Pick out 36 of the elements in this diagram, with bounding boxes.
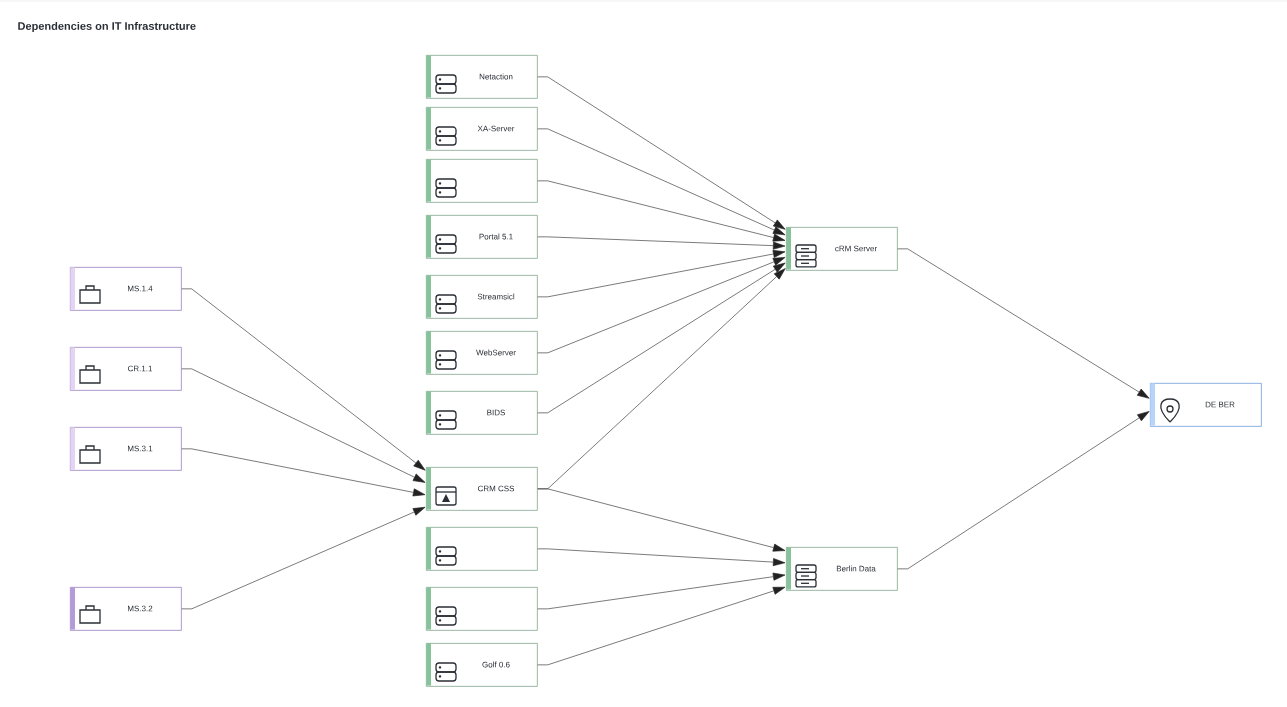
diagram-title: Dependencies on IT Infrastructure	[18, 21, 196, 33]
arrow	[537, 586, 786, 666]
server-box	[426, 527, 538, 571]
application-box: CR.1.1	[70, 347, 182, 391]
server-box: Berlin Data	[786, 547, 898, 591]
arrow	[897, 248, 1150, 399]
server-box: Portal 5.1	[426, 215, 538, 259]
arrow	[537, 572, 786, 610]
arrow	[537, 262, 786, 414]
server-box: Streamsicl	[426, 275, 538, 319]
server-box: Golf 0.6	[426, 643, 538, 687]
server-box: BIDS	[426, 391, 538, 435]
arrow	[181, 506, 426, 610]
arrow	[537, 548, 786, 567]
arrow	[181, 448, 426, 497]
arrow	[537, 180, 786, 242]
arrow	[537, 128, 786, 236]
server-box: CRM CSS	[426, 467, 538, 511]
application-box: MS.3.1	[70, 427, 182, 471]
arrow	[537, 76, 786, 230]
server-box: WebServer	[426, 331, 538, 375]
server-box: Netaction	[426, 55, 538, 99]
arrow	[897, 411, 1150, 570]
arrow	[537, 488, 786, 552]
arrow	[181, 368, 426, 483]
location-box: DE BER	[1150, 383, 1262, 427]
arrow	[181, 288, 426, 471]
arrow	[537, 250, 786, 298]
server-box: cRM Server	[786, 227, 898, 271]
server-box	[426, 159, 538, 203]
application-box: MS.3.2	[70, 587, 182, 631]
server-box: XA-Server	[426, 107, 538, 151]
arrow	[537, 236, 786, 250]
server-box	[426, 587, 538, 631]
arrow	[537, 257, 786, 354]
application-box: MS.1.4	[70, 267, 182, 311]
